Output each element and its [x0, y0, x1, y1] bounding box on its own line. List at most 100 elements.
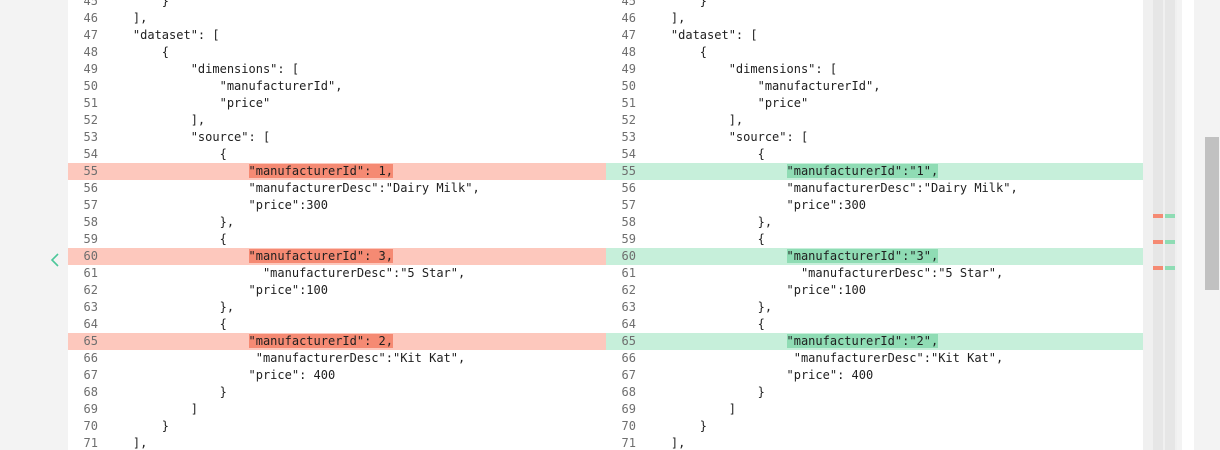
line-number: 66 [621, 351, 636, 365]
line-number: 59 [621, 232, 636, 246]
code-line[interactable]: 54 { [68, 146, 606, 163]
code-line[interactable]: 69 ] [606, 401, 1143, 418]
line-number: 57 [83, 198, 98, 212]
code-line[interactable]: 64 { [606, 316, 1143, 333]
code-line[interactable]: 56 "manufacturerDesc":"Dairy Milk", [68, 180, 606, 197]
code-text: "dataset": [ [104, 28, 220, 42]
line-number: 50 [621, 79, 636, 93]
code-line[interactable]: 63 }, [68, 299, 606, 316]
code-line[interactable]: 45 } [606, 0, 1143, 10]
overview-deletion-marker [1153, 266, 1163, 270]
code-text: "price":300 [642, 198, 866, 212]
inserted-line[interactable]: 65 "manufacturerId":"2", [606, 333, 1143, 350]
line-number: 65 [621, 334, 636, 348]
code-line[interactable]: 56 "manufacturerDesc":"Dairy Milk", [606, 180, 1143, 197]
code-line[interactable]: 53 "source": [ [606, 129, 1143, 146]
code-text: "price":300 [104, 198, 328, 212]
line-number: 71 [83, 436, 98, 450]
code-text: }, [104, 215, 235, 229]
code-text: ], [642, 113, 744, 127]
line-number: 45 [621, 0, 636, 8]
code-indent [104, 249, 249, 263]
deleted-line[interactable]: 55 "manufacturerId": 1, [68, 163, 606, 180]
code-text: } [104, 0, 170, 8]
code-text: ], [104, 113, 206, 127]
overview-deletion-marker [1153, 240, 1163, 244]
deleted-line[interactable]: 60 "manufacturerId": 3, [68, 248, 606, 265]
code-line[interactable]: 62 "price":100 [68, 282, 606, 299]
code-line[interactable]: 52 ], [68, 112, 606, 129]
code-text: "price": 400 [104, 368, 336, 382]
code-line[interactable]: 68 } [68, 384, 606, 401]
code-line[interactable]: 48 { [606, 44, 1143, 61]
code-line[interactable]: 52 ], [606, 112, 1143, 129]
code-text: "dataset": [ [642, 28, 758, 42]
code-line[interactable]: 58 }, [68, 214, 606, 231]
overview-insertion-marker [1165, 240, 1175, 244]
scrollbar-track[interactable] [1182, 0, 1194, 450]
code-line[interactable]: 45 } [68, 0, 606, 10]
line-number: 61 [621, 266, 636, 280]
code-line[interactable]: 61 "manufacturerDesc":"5 Star", [68, 265, 606, 282]
code-line[interactable]: 70 } [606, 418, 1143, 435]
code-text: "manufacturerDesc":"5 Star", [104, 266, 466, 280]
code-line[interactable]: 57 "price":300 [68, 197, 606, 214]
code-line[interactable]: 71 ], [606, 435, 1143, 450]
line-number: 52 [621, 113, 636, 127]
code-text: "manufacturerDesc":"Dairy Milk", [642, 181, 1018, 195]
code-line[interactable]: 69 ] [68, 401, 606, 418]
code-line[interactable]: 50 "manufacturerId", [68, 78, 606, 95]
code-line[interactable]: 68 } [606, 384, 1143, 401]
code-line[interactable]: 67 "price": 400 [606, 367, 1143, 384]
code-line[interactable]: 66 "manufacturerDesc":"Kit Kat", [68, 350, 606, 367]
code-line[interactable]: 59 { [68, 231, 606, 248]
code-line[interactable]: 64 { [68, 316, 606, 333]
overview-modified-track [1165, 0, 1175, 450]
code-line[interactable]: 61 "manufacturerDesc":"5 Star", [606, 265, 1143, 282]
code-text: ], [104, 436, 148, 450]
code-line[interactable]: 47 "dataset": [ [68, 27, 606, 44]
code-line[interactable]: 62 "price":100 [606, 282, 1143, 299]
code-text: "source": [ [642, 130, 809, 144]
code-line[interactable]: 63 }, [606, 299, 1143, 316]
code-line[interactable]: 47 "dataset": [ [606, 27, 1143, 44]
code-line[interactable]: 57 "price":300 [606, 197, 1143, 214]
code-line[interactable]: 49 "dimensions": [ [606, 61, 1143, 78]
line-number: 69 [621, 402, 636, 416]
code-line[interactable]: 58 }, [606, 214, 1143, 231]
scrollbar-thumb[interactable] [1205, 137, 1219, 290]
code-line[interactable]: 66 "manufacturerDesc":"Kit Kat", [606, 350, 1143, 367]
vertical-scrollbar[interactable] [1177, 0, 1220, 450]
original-pane[interactable]: 45 }46 ],47 "dataset": [48 {49 "dimensio… [68, 0, 606, 450]
code-line[interactable]: 54 { [606, 146, 1143, 163]
deleted-line[interactable]: 65 "manufacturerId": 2, [68, 333, 606, 350]
inserted-line[interactable]: 60 "manufacturerId":"3", [606, 248, 1143, 265]
line-number: 47 [83, 28, 98, 42]
inserted-text-highlight: "manufacturerId":"2", [786, 334, 939, 348]
modified-pane[interactable]: 45 }46 ],47 "dataset": [48 {49 "dimensio… [606, 0, 1143, 450]
code-line[interactable]: 53 "source": [ [68, 129, 606, 146]
code-line[interactable]: 51 "price" [68, 95, 606, 112]
line-number: 67 [83, 368, 98, 382]
overview-insertion-marker [1165, 266, 1175, 270]
line-number: 56 [621, 181, 636, 195]
code-text: { [642, 317, 765, 331]
code-text: "manufacturerDesc":"5 Star", [642, 266, 1004, 280]
code-line[interactable]: 71 ], [68, 435, 606, 450]
code-line[interactable]: 46 ], [68, 10, 606, 27]
code-line[interactable]: 51 "price" [606, 95, 1143, 112]
line-number: 58 [83, 215, 98, 229]
diff-overview-ruler[interactable] [1143, 0, 1177, 450]
code-text: "manufacturerId": 3, [104, 248, 393, 265]
code-line[interactable]: 59 { [606, 231, 1143, 248]
code-text: ], [642, 11, 686, 25]
code-line[interactable]: 48 { [68, 44, 606, 61]
code-indent [104, 164, 249, 178]
code-line[interactable]: 49 "dimensions": [ [68, 61, 606, 78]
chevron-left-icon[interactable] [48, 250, 62, 270]
code-line[interactable]: 67 "price": 400 [68, 367, 606, 384]
code-line[interactable]: 70 } [68, 418, 606, 435]
code-line[interactable]: 50 "manufacturerId", [606, 78, 1143, 95]
inserted-line[interactable]: 55 "manufacturerId":"1", [606, 163, 1143, 180]
code-line[interactable]: 46 ], [606, 10, 1143, 27]
